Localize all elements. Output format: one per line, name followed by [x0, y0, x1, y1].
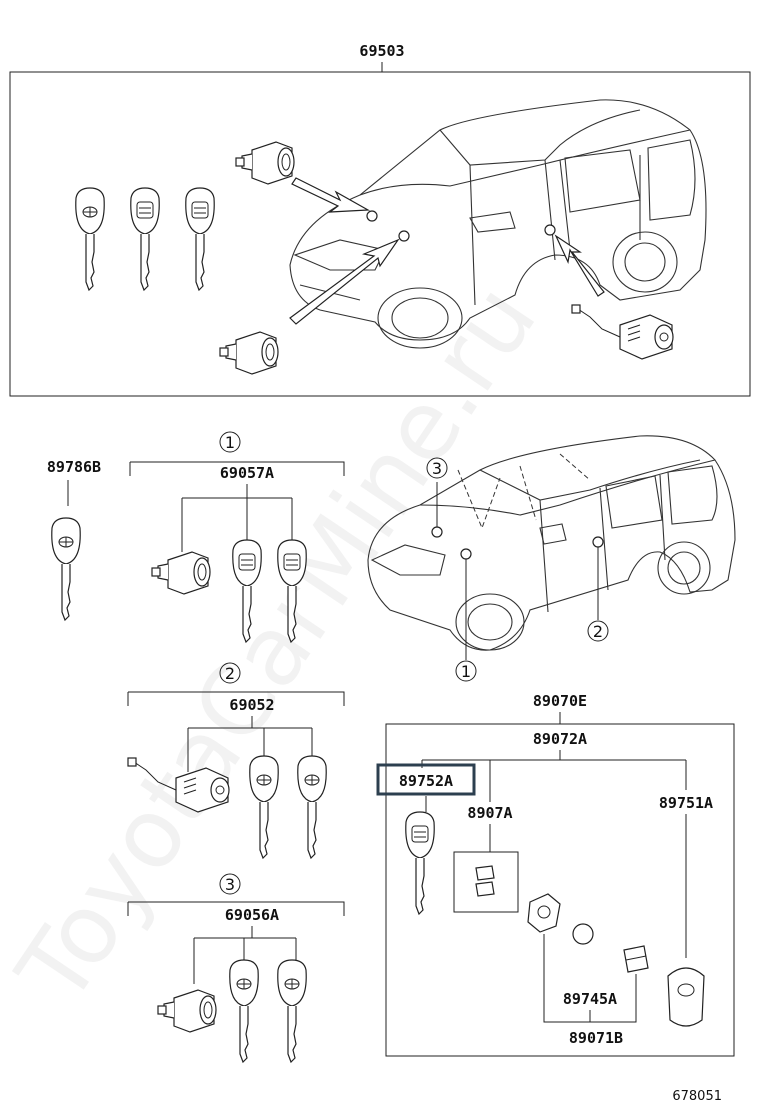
callout-circle: [587, 620, 609, 642]
callout-3: 3: [225, 875, 235, 894]
label-69057A[interactable]: 69057A: [220, 464, 274, 482]
door-cylinder-icon: [571, 304, 674, 360]
key-cover-icon: [623, 945, 649, 973]
key-icon: [405, 811, 435, 915]
drawing-number: 678051: [672, 1089, 722, 1104]
key-icon: [130, 187, 160, 291]
door-cylinder-icon: [157, 989, 217, 1033]
callout-1: 1: [225, 433, 235, 452]
label-89070E[interactable]: 89070E: [533, 692, 587, 710]
transponder-chip-icon: [475, 865, 495, 897]
key-icon: [51, 517, 81, 621]
callout-circle: [426, 457, 448, 479]
kit-89070E-frame: [385, 723, 735, 1057]
battery-icon: [572, 923, 594, 945]
car-callout-3: 3: [432, 459, 442, 478]
key-housing-icon: [527, 893, 561, 933]
callout-2: 2: [225, 664, 235, 683]
transponder-box: [453, 851, 519, 913]
label-89752A[interactable]: 89752A: [399, 772, 453, 790]
highlight-box: [376, 763, 476, 796]
set-69503-frame: [9, 71, 751, 397]
label-89745A[interactable]: 89745A: [563, 990, 617, 1008]
arrow-icon: [289, 177, 605, 325]
label-89072A[interactable]: 89072A: [533, 730, 587, 748]
key-icon: [249, 755, 279, 859]
label-8907A[interactable]: 8907A: [467, 804, 512, 822]
door-cylinder-icon: [151, 551, 211, 595]
label-69503[interactable]: 69503: [359, 42, 404, 60]
key-icon: [75, 187, 105, 291]
smart-key-fob-icon: [667, 967, 705, 1027]
car-callout-2: 2: [593, 622, 603, 641]
car-callout-1: 1: [461, 662, 471, 681]
key-icon: [297, 755, 327, 859]
label-69056A[interactable]: 69056A: [225, 906, 279, 924]
callout-circle: [455, 660, 477, 682]
key-icon: [185, 187, 215, 291]
key-icon: [277, 959, 307, 1063]
label-69052[interactable]: 69052: [229, 696, 274, 714]
ignition-cylinder-icon: [219, 331, 279, 375]
label-89071B[interactable]: 89071B: [569, 1029, 623, 1047]
callout-circle: [219, 431, 241, 453]
callout-circle: [219, 662, 241, 684]
glove-box-cylinder-icon: [235, 141, 295, 185]
label-89751A[interactable]: 89751A: [659, 794, 713, 812]
callout-circle: [219, 873, 241, 895]
key-icon: [229, 959, 259, 1063]
vehicle-illustration-middle: [367, 435, 736, 660]
label-89786B[interactable]: 89786B: [47, 458, 101, 476]
